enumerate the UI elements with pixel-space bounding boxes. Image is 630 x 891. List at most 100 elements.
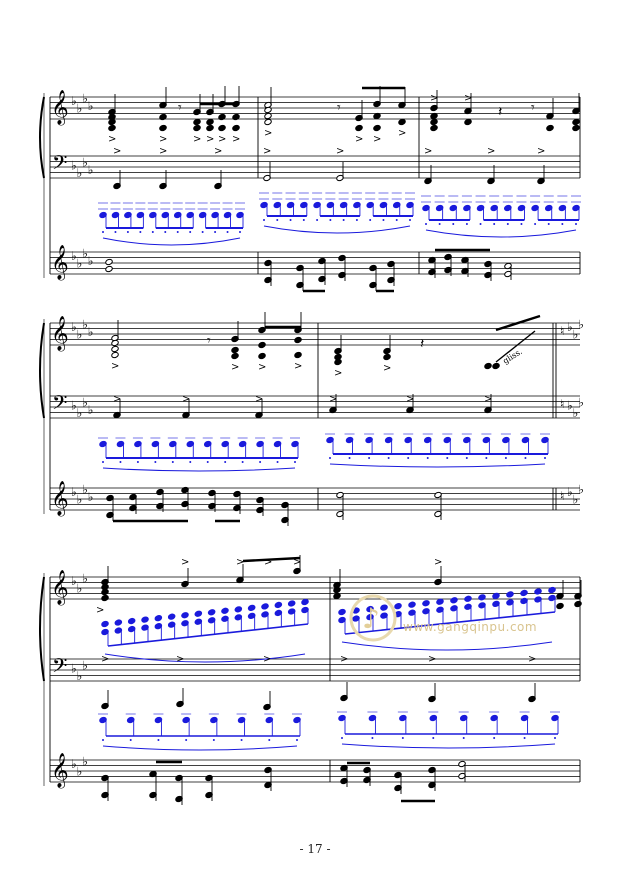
note-head [369,264,377,272]
flat-sign: ♭ [77,765,83,779]
blue-note-head [422,204,430,212]
staff-treble [50,576,580,600]
blue-note-head [544,204,553,212]
blue-note-head [234,606,243,613]
note-head [232,124,240,132]
blue-note-head [459,714,468,722]
staff-bass [50,395,580,419]
blue-note-head [548,586,556,594]
staccato-dot [201,231,204,233]
note-head [296,264,304,272]
eighth-rest: 𝄾 [207,333,211,349]
staccato-dot [240,739,243,741]
blue-note-head [408,601,416,608]
staccato-dot [302,219,305,221]
slur [329,463,546,468]
flat-sign: ♭ [82,396,88,410]
note-head [111,339,119,347]
staccato-dot [119,461,122,463]
system-2-notes: >>>>𝄾>>𝄽gliss.>>>>>> [98,312,550,526]
blue-note-head [154,615,163,622]
note-head [430,124,438,132]
blue-note-head [517,204,526,212]
blue-note-head [394,603,402,610]
note-beam [242,556,301,563]
slur [102,237,241,246]
blue-note-head [534,596,542,603]
note-head [264,259,272,267]
accent-mark: > [528,654,536,665]
accent-mark: > [113,146,121,157]
accent-mark: > [293,557,301,568]
whole-note [105,258,113,266]
note-head [111,351,119,359]
blue-note-head [127,625,136,633]
bass-clef-icon: 𝄢 [52,151,67,179]
note-head [373,112,381,120]
blue-note-head [353,201,361,209]
flat-sign: ♭ [77,406,83,420]
staccato-dot [341,737,343,739]
staccato-dot [329,219,332,221]
blue-note-head [167,621,176,628]
accent-mark: > [111,361,119,372]
blue-note-head [124,211,132,219]
accent-mark: > [373,134,381,145]
blue-note-head [531,204,539,212]
note-head [206,124,214,132]
staccato-dot [520,223,523,225]
blue-note-head [256,440,264,448]
note-head [574,600,582,608]
blue-note-head [435,204,444,212]
blue-note-head [404,436,412,444]
blue-note-head [548,594,556,602]
blue-note-head [443,436,452,444]
accent-mark: > [428,654,436,665]
blue-note-head [380,604,388,611]
accent-mark: > [193,134,201,145]
note-head [430,112,438,120]
blue-note-head [111,211,120,219]
blue-note-head [210,716,218,724]
accent-mark: > [264,128,272,139]
note-head [355,124,363,132]
accent-mark: > [434,557,442,568]
staccato-dot [409,219,411,221]
staccato-dot [425,223,427,225]
natural-sign: ♮ [560,397,564,411]
treble-clef-icon: 𝄞 [51,245,69,281]
accent-mark: > [340,654,348,665]
gliss-label: gliss. [501,347,524,366]
blue-note-head [237,716,246,724]
system-2: 𝄞♭♭♭♭𝄢♭♭♭♭𝄞♭♭♭♭♮♭♭♭♮♭♭♭♮♭♭♭ [39,316,584,517]
blue-note-head [236,211,244,219]
blue-note-head [154,716,163,724]
staccato-dot [493,737,496,739]
staccato-dot [426,457,429,459]
blue-note-head [366,613,374,621]
flat-sign: ♭ [77,493,83,507]
blue-note-head [492,592,500,599]
blue-note-head [423,436,432,444]
accent-mark: > [383,363,391,374]
staccato-dot [395,219,398,221]
blue-note-head [194,610,203,617]
blue-note-head [101,620,109,628]
blue-note-head [261,611,269,618]
accent-mark: > [487,146,495,157]
slur [102,467,296,472]
note-head [398,118,406,126]
blue-note-head [478,602,486,609]
staccato-dot [534,223,537,225]
staccato-dot [214,231,217,233]
note-head [434,491,442,499]
slur [263,225,411,234]
blue-note-head [207,617,216,624]
note-head [334,358,342,366]
note-head [101,594,109,602]
staccato-dot [241,461,244,463]
blue-note-head [194,618,203,625]
blue-note-head [203,440,212,448]
staccato-dot [407,457,410,459]
staccato-dot [276,219,279,221]
